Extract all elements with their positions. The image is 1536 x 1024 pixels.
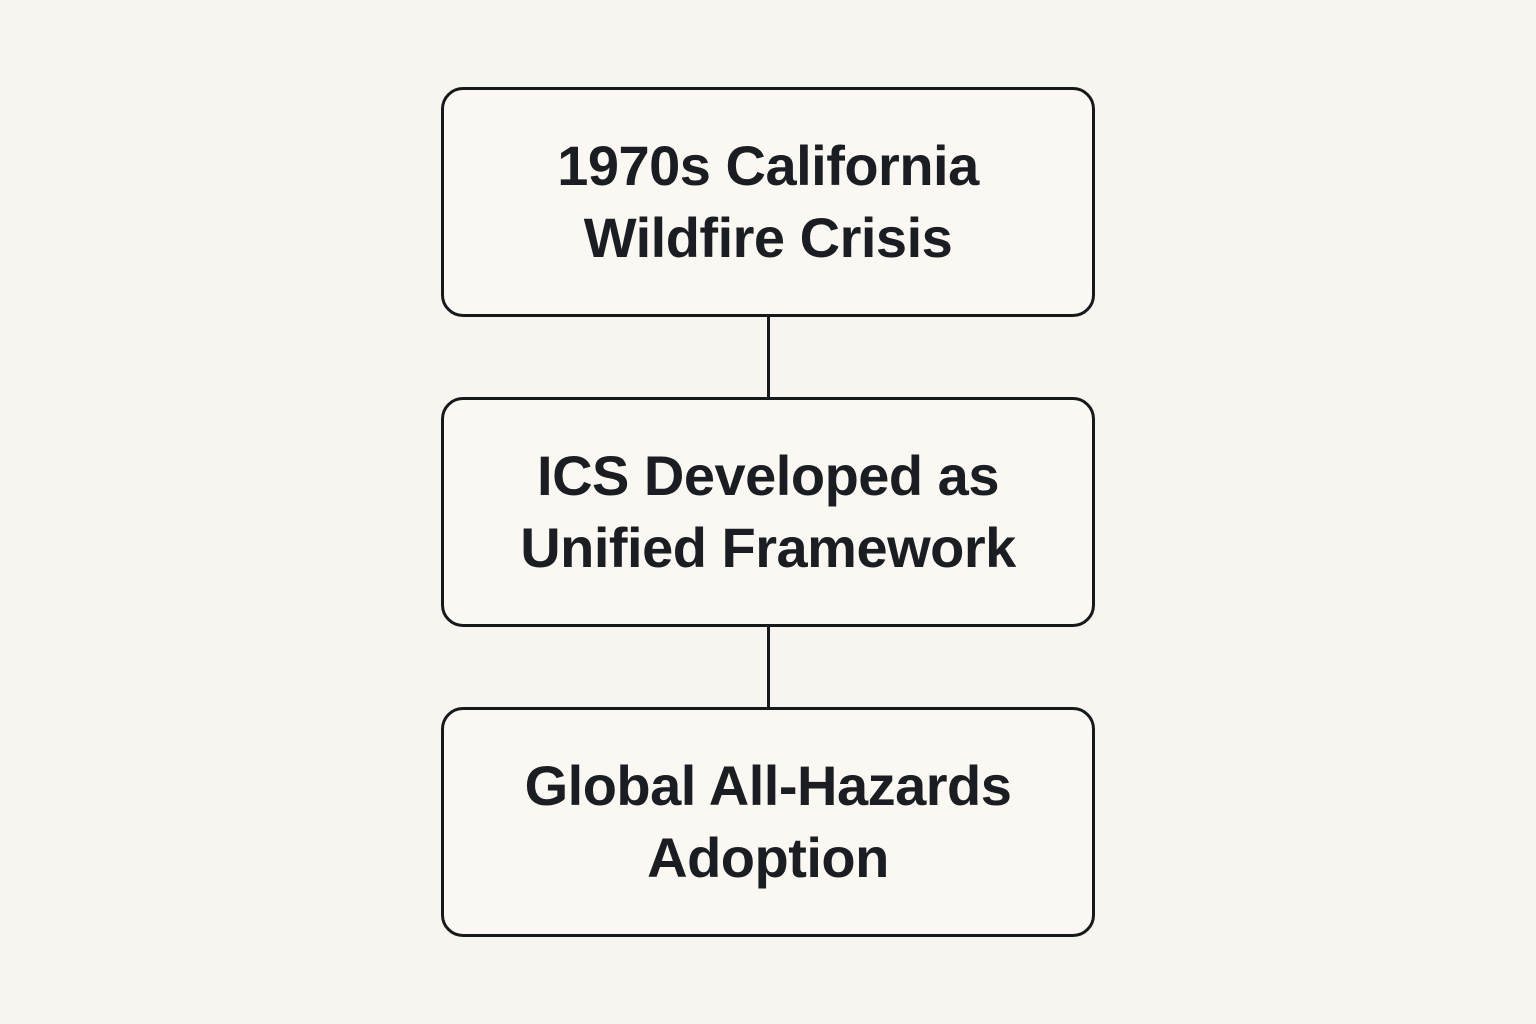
flowchart: 1970s California Wildfire Crisis ICS Dev…: [441, 87, 1095, 937]
connector-line: [766, 317, 770, 397]
flow-node-label: 1970s California Wildfire Crisis: [557, 134, 979, 269]
flow-node-ics-developed: ICS Developed as Unified Framework: [441, 397, 1095, 627]
flow-node-label: Global All-Hazards Adoption: [524, 754, 1012, 889]
flow-node-wildfire-crisis: 1970s California Wildfire Crisis: [441, 87, 1095, 317]
flow-node-global-adoption: Global All-Hazards Adoption: [441, 707, 1095, 937]
connector-line: [766, 627, 770, 707]
flow-node-label: ICS Developed as Unified Framework: [520, 444, 1016, 579]
